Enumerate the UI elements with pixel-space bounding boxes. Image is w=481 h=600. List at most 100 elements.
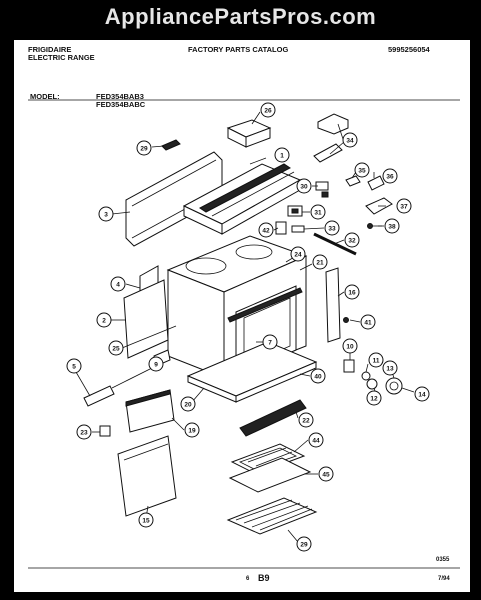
catalog-title: FACTORY PARTS CATALOG <box>188 45 289 54</box>
svg-text:21: 21 <box>316 260 324 267</box>
part-23-clip <box>99 425 111 437</box>
callout-4: 4 <box>110 276 126 292</box>
model-number-1: FED354BAB3 <box>96 92 144 101</box>
svg-text:32: 32 <box>348 238 356 245</box>
svg-text:10: 10 <box>346 344 354 351</box>
callout-29: 29 <box>296 536 312 552</box>
svg-text:14: 14 <box>418 392 426 399</box>
svg-text:3: 3 <box>104 212 108 219</box>
svg-text:42: 42 <box>262 228 270 235</box>
part-19-kick-panel <box>125 389 175 433</box>
part-11-clip <box>361 371 371 381</box>
callout-41: 41 <box>360 314 376 330</box>
callout-2: 2 <box>96 312 112 328</box>
svg-text:25: 25 <box>112 346 120 353</box>
part-29-oven-rack <box>226 497 318 535</box>
part-12-knob <box>366 378 378 390</box>
page-number: B9 <box>258 573 270 583</box>
part-33-connector <box>291 225 305 233</box>
svg-text:11: 11 <box>373 358 380 365</box>
callout-1: 1 <box>274 147 290 163</box>
svg-text:30: 30 <box>300 184 308 191</box>
callout-3: 3 <box>98 206 114 222</box>
callout-32: 32 <box>344 232 360 248</box>
product-label: ELECTRIC RANGE <box>28 53 95 62</box>
drawing-code: 0355 <box>436 557 450 563</box>
svg-text:26: 26 <box>264 108 272 115</box>
svg-text:9: 9 <box>154 362 158 369</box>
watermark: AppliancePartsPros.com <box>104 4 377 29</box>
svg-text:31: 31 <box>314 210 322 217</box>
svg-text:4: 4 <box>116 282 120 289</box>
part-26-cover-box <box>226 119 272 148</box>
svg-text:2: 2 <box>102 318 106 325</box>
callout-14: 14 <box>414 386 430 402</box>
catalog-date: 7/94 <box>438 576 450 582</box>
callout-20: 20 <box>180 396 196 412</box>
model-label: MODEL: <box>30 92 60 101</box>
part-28-bracket <box>161 139 181 151</box>
svg-text:45: 45 <box>322 472 330 479</box>
callout-36: 36 <box>382 168 398 184</box>
callout-42: 42 <box>258 222 274 238</box>
callout-35: 35 <box>354 162 370 178</box>
callout-23: 23 <box>76 424 92 440</box>
svg-text:40: 40 <box>314 374 322 381</box>
callout-45: 45 <box>318 466 334 482</box>
callout-44: 44 <box>308 432 324 448</box>
callout-34: 34 <box>342 132 358 148</box>
callout-30: 30 <box>296 178 312 194</box>
svg-text:44: 44 <box>312 438 320 445</box>
catalog-number: 5995256054 <box>388 45 430 54</box>
svg-text:13: 13 <box>386 366 394 373</box>
part-35-clip <box>345 175 361 187</box>
part-40-bottom-frame <box>186 341 318 403</box>
part-41-screw <box>343 317 349 323</box>
svg-text:34: 34 <box>346 138 354 145</box>
svg-text:29: 29 <box>300 542 308 549</box>
svg-text:16: 16 <box>348 290 356 297</box>
callout-9: 9 <box>148 356 164 372</box>
callout-40: 40 <box>310 368 326 384</box>
part-1-cooktop <box>182 163 302 235</box>
callout-16: 16 <box>344 284 360 300</box>
brand-label: FRIGIDAIRE <box>28 45 72 54</box>
callout-31: 31 <box>310 204 326 220</box>
svg-text:33: 33 <box>328 226 336 233</box>
page-prefix: 6 <box>246 576 250 582</box>
svg-text:36: 36 <box>386 174 394 181</box>
svg-text:37: 37 <box>400 204 408 211</box>
callout-38: 38 <box>384 218 400 234</box>
callout-24: 24 <box>290 246 306 262</box>
callout-11: 11 <box>368 352 384 368</box>
svg-text:23: 23 <box>80 430 88 437</box>
part-42-block <box>275 221 287 235</box>
svg-text:41: 41 <box>364 320 372 327</box>
part-22-vent-trim <box>239 399 307 437</box>
svg-text:35: 35 <box>358 168 366 175</box>
callout-25: 25 <box>108 340 124 356</box>
callout-21: 21 <box>312 254 328 270</box>
svg-text:20: 20 <box>184 402 192 409</box>
callout-28: 29 <box>136 140 152 156</box>
callout-12: 12 <box>366 390 382 406</box>
svg-text:5: 5 <box>72 364 76 371</box>
callout-26: 26 <box>260 102 276 118</box>
svg-text:15: 15 <box>142 518 150 525</box>
part-13-knob <box>385 377 403 395</box>
svg-text:22: 22 <box>302 418 310 425</box>
part-34-vent-duct <box>313 113 349 163</box>
svg-text:12: 12 <box>370 396 378 403</box>
callout-13: 13 <box>382 360 398 376</box>
callout-33: 33 <box>324 220 340 236</box>
svg-text:29: 29 <box>140 146 148 153</box>
part-15-storage-door <box>117 435 177 517</box>
part-36-knob-base <box>367 175 385 191</box>
part-44-broiler-pan <box>230 443 306 475</box>
svg-text:1: 1 <box>280 153 284 160</box>
part-45-broiler-tray <box>228 457 312 493</box>
part-30-switch <box>315 181 329 198</box>
callout-10: 10 <box>342 338 358 354</box>
